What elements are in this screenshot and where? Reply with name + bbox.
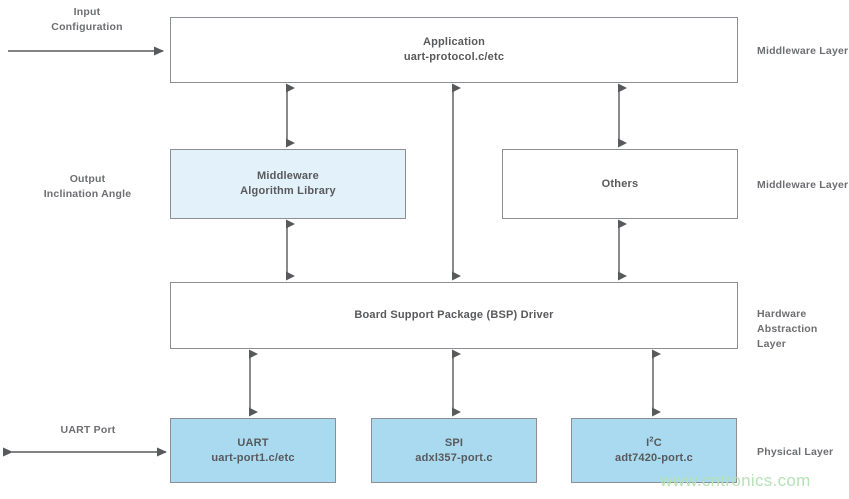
box-uart[interactable]: UART uart-port1.c/etc bbox=[170, 418, 336, 483]
box-i2c-title: I2C bbox=[646, 434, 662, 451]
label-uart-port-line1: UART Port bbox=[60, 424, 116, 436]
label-hardware-abstraction-layer-line1: Hardware bbox=[757, 308, 807, 320]
box-i2c-subtitle: adt7420-port.c bbox=[615, 451, 693, 464]
box-application[interactable]: Application uart-protocol.c/etc bbox=[170, 17, 738, 83]
label-middleware-layer-mid: Middleware Layer bbox=[757, 178, 849, 193]
box-i2c-superscript: 2 bbox=[649, 434, 654, 443]
box-spi[interactable]: SPI adxl357-port.c bbox=[371, 418, 537, 483]
label-middleware-layer-top-line1: Middleware Layer bbox=[757, 45, 849, 57]
label-uart-port: UART Port bbox=[28, 423, 148, 438]
label-hardware-abstraction-layer-line2: Abstraction Layer bbox=[757, 323, 818, 351]
box-bsp-driver-title: Board Support Package (BSP) Driver bbox=[354, 309, 554, 322]
watermark: www.cntronics.com bbox=[660, 471, 811, 490]
label-physical-layer: Physical Layer bbox=[757, 445, 849, 460]
label-output-line1: Output bbox=[69, 173, 106, 185]
label-physical-layer-line1: Physical Layer bbox=[757, 446, 834, 458]
box-middleware-subtitle: Algorithm Library bbox=[240, 185, 336, 197]
label-output-inclination-angle: Output Inclination Angle bbox=[15, 172, 160, 202]
label-input-configuration: Input Configuration bbox=[27, 5, 147, 35]
box-i2c-title-text: I bbox=[646, 436, 650, 449]
box-uart-title: UART bbox=[237, 436, 269, 449]
box-application-subtitle: uart-protocol.c/etc bbox=[403, 51, 505, 63]
box-spi-subtitle: adxl357-port.c bbox=[415, 451, 493, 464]
box-spi-title: SPI bbox=[444, 436, 464, 449]
box-application-title: Application bbox=[422, 36, 486, 49]
label-input-configuration-line2: Configuration bbox=[51, 21, 123, 34]
box-middleware-title: Middleware bbox=[257, 170, 319, 183]
label-hardware-abstraction-layer: Hardware Abstraction Layer bbox=[757, 307, 849, 353]
box-others-title: Others bbox=[601, 177, 639, 190]
label-middleware-layer-mid-line1: Middleware Layer bbox=[757, 179, 849, 191]
box-middleware-algorithm-library[interactable]: Middleware Algorithm Library bbox=[170, 149, 406, 219]
label-output-line2: Inclination Angle bbox=[43, 188, 132, 201]
box-bsp-driver[interactable]: Board Support Package (BSP) Driver bbox=[170, 282, 738, 349]
box-others[interactable]: Others bbox=[502, 149, 738, 219]
box-i2c-title-suffix: C bbox=[653, 436, 662, 449]
label-middleware-layer-top: Middleware Layer bbox=[757, 44, 849, 59]
label-input-configuration-line1: Input bbox=[73, 6, 101, 18]
box-uart-subtitle: uart-port1.c/etc bbox=[211, 451, 295, 464]
box-i2c[interactable]: I2C adt7420-port.c bbox=[571, 418, 737, 483]
